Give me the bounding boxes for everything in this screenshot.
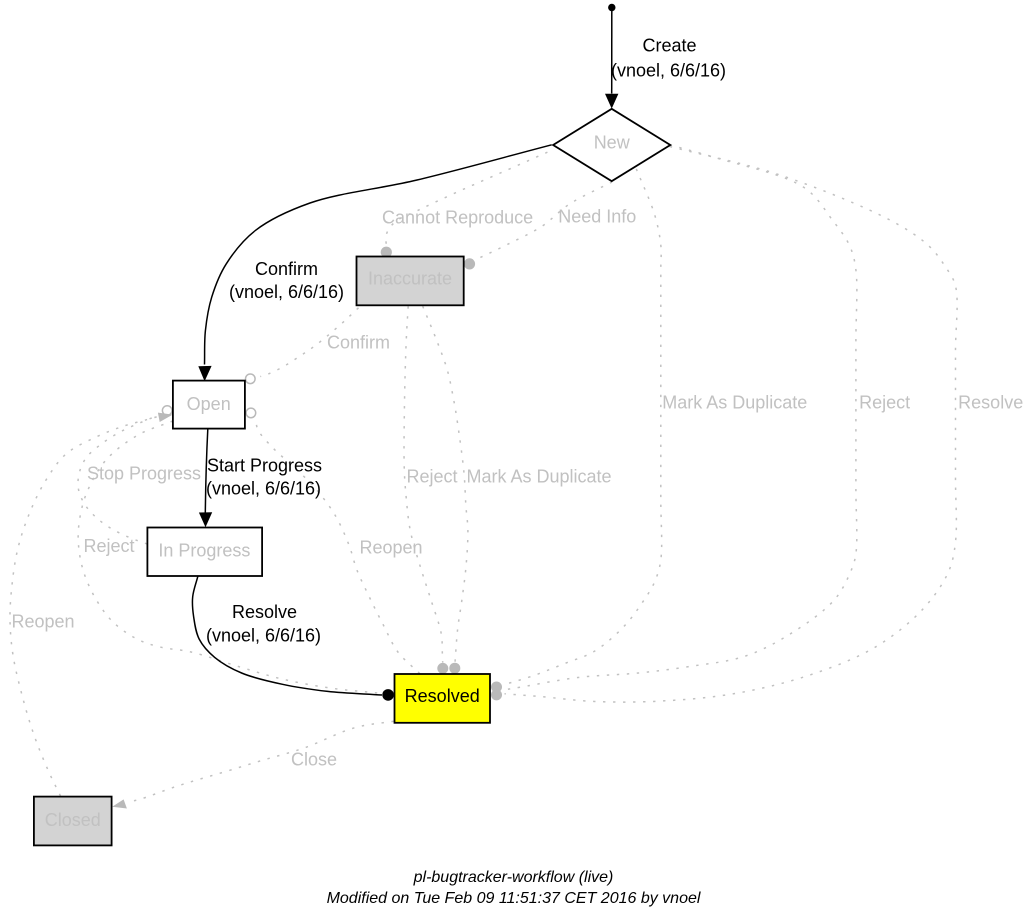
svg-text:Stop Progress: Stop Progress — [87, 464, 201, 484]
svg-text:Reject: Reject — [859, 393, 910, 413]
svg-text:(vnoel, 6/6/16): (vnoel, 6/6/16) — [229, 282, 344, 302]
svg-text:Closed: Closed — [45, 810, 101, 830]
svg-text:Resolved: Resolved — [405, 686, 480, 706]
svg-text:Create: Create — [642, 36, 696, 56]
svg-text:Confirm: Confirm — [255, 259, 318, 279]
svg-text:Resolve: Resolve — [958, 393, 1023, 413]
svg-text:pl-bugtracker-workflow (live): pl-bugtracker-workflow (live) — [413, 869, 614, 886]
svg-text:Close: Close — [291, 750, 337, 770]
svg-text:(vnoel, 6/6/16): (vnoel, 6/6/16) — [206, 626, 321, 646]
svg-text:Mark As Duplicate: Mark As Duplicate — [466, 467, 611, 487]
svg-text:Modified on Tue Feb 09 11:51:3: Modified on Tue Feb 09 11:51:37 CET 2016… — [327, 890, 701, 907]
svg-text:Reject: Reject — [406, 467, 457, 487]
svg-text:Open: Open — [187, 394, 231, 414]
svg-text:Confirm: Confirm — [327, 333, 390, 353]
svg-text:Reopen: Reopen — [11, 612, 74, 632]
svg-text:Start Progress: Start Progress — [207, 456, 322, 476]
svg-text:Reject: Reject — [83, 536, 134, 556]
svg-text:Reopen: Reopen — [359, 538, 422, 558]
svg-text:Cannot Reproduce: Cannot Reproduce — [382, 208, 533, 228]
svg-text:Inaccurate: Inaccurate — [368, 269, 452, 289]
svg-text:Mark As Duplicate: Mark As Duplicate — [662, 393, 807, 413]
svg-text:New: New — [594, 133, 631, 153]
svg-text:In Progress: In Progress — [158, 541, 250, 561]
svg-text:Resolve: Resolve — [232, 602, 297, 622]
svg-text:Need Info: Need Info — [558, 207, 636, 227]
svg-text:(vnoel, 6/6/16): (vnoel, 6/6/16) — [206, 479, 321, 499]
svg-text:(vnoel, 6/6/16): (vnoel, 6/6/16) — [611, 61, 726, 81]
